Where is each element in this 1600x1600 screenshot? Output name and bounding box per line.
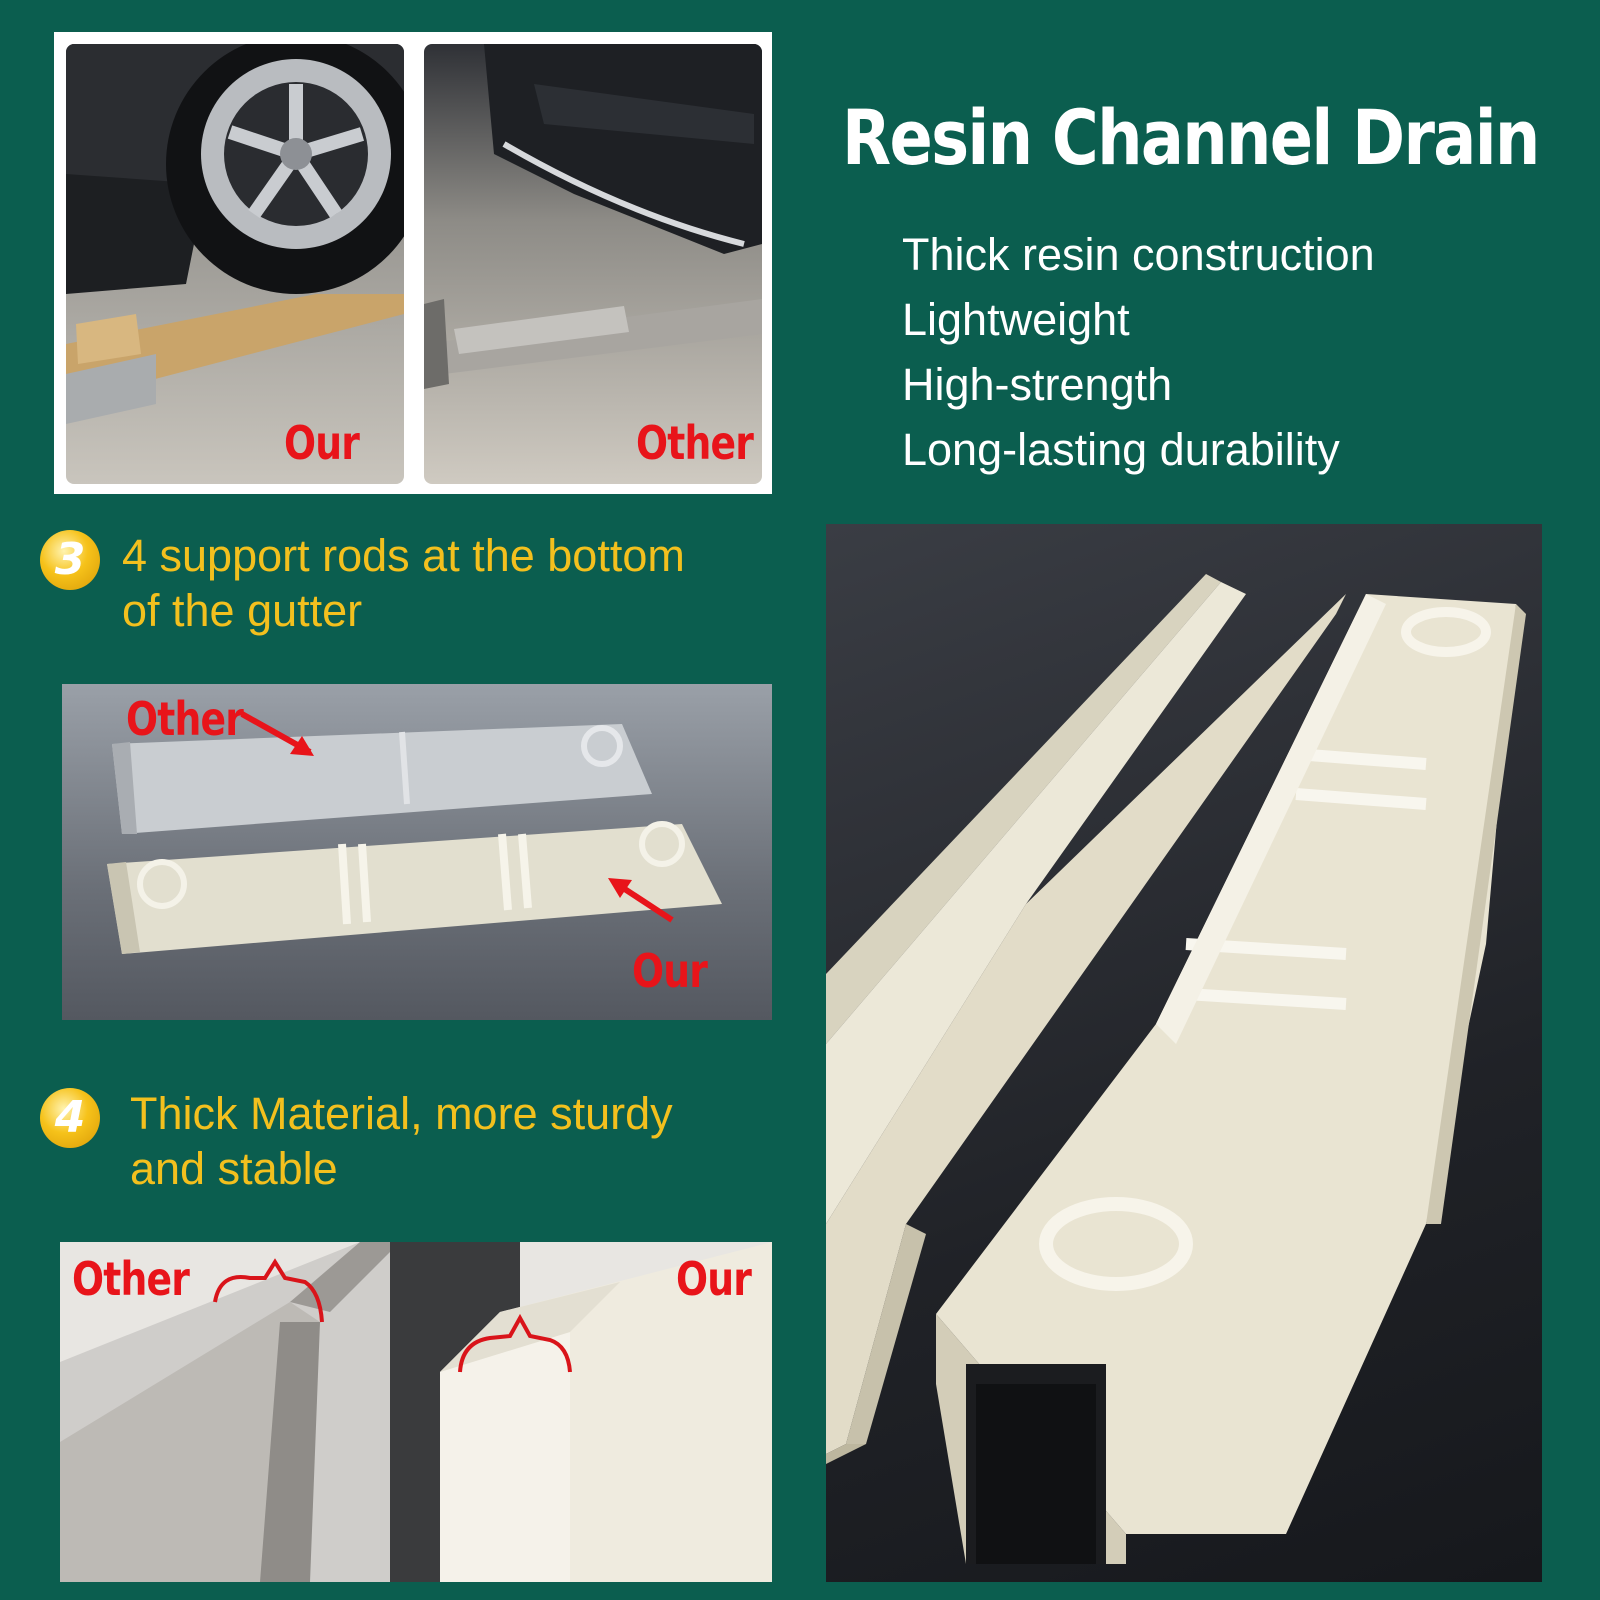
step-3-our-label: Our <box>632 944 708 998</box>
step-4-other-label: Other <box>72 1252 190 1306</box>
step-4-our-label: Our <box>676 1252 752 1306</box>
support-rods-comparison-photo: Other Our <box>62 684 772 1020</box>
feature-item: Thick resin construction <box>902 229 1375 280</box>
step-4-line-2: and stable <box>130 1143 338 1194</box>
our-label: Our <box>284 416 360 470</box>
step-3-badge-icon: 3 <box>40 530 100 590</box>
resin-channel-drain-product-photo <box>826 524 1542 1582</box>
other-label: Other <box>636 416 754 470</box>
step-3-line-1: 4 support rods at the bottom <box>122 530 685 581</box>
feature-item: Long-lasting durability <box>902 424 1340 475</box>
other-drain-crushed-photo: Other <box>424 44 762 484</box>
step-3-text: 4 support rods at the bottom of the gutt… <box>122 528 685 638</box>
feature-item: High-strength <box>902 359 1173 410</box>
feature-item: Lightweight <box>902 294 1130 345</box>
step-4-text: Thick Material, more sturdy and stable <box>130 1086 673 1196</box>
step-3-line-2: of the gutter <box>122 585 363 636</box>
step-4-line-1: Thick Material, more sturdy <box>130 1088 673 1139</box>
page-title: Resin Channel Drain <box>842 93 1540 182</box>
material-thickness-comparison-photo: Other Our <box>60 1242 772 1582</box>
feature-list: Thick resin construction Lightweight Hig… <box>902 222 1375 482</box>
step-4-badge-icon: 4 <box>40 1088 100 1148</box>
our-drain-under-car-photo: Our <box>66 44 404 484</box>
step-3-other-label: Other <box>126 692 244 746</box>
